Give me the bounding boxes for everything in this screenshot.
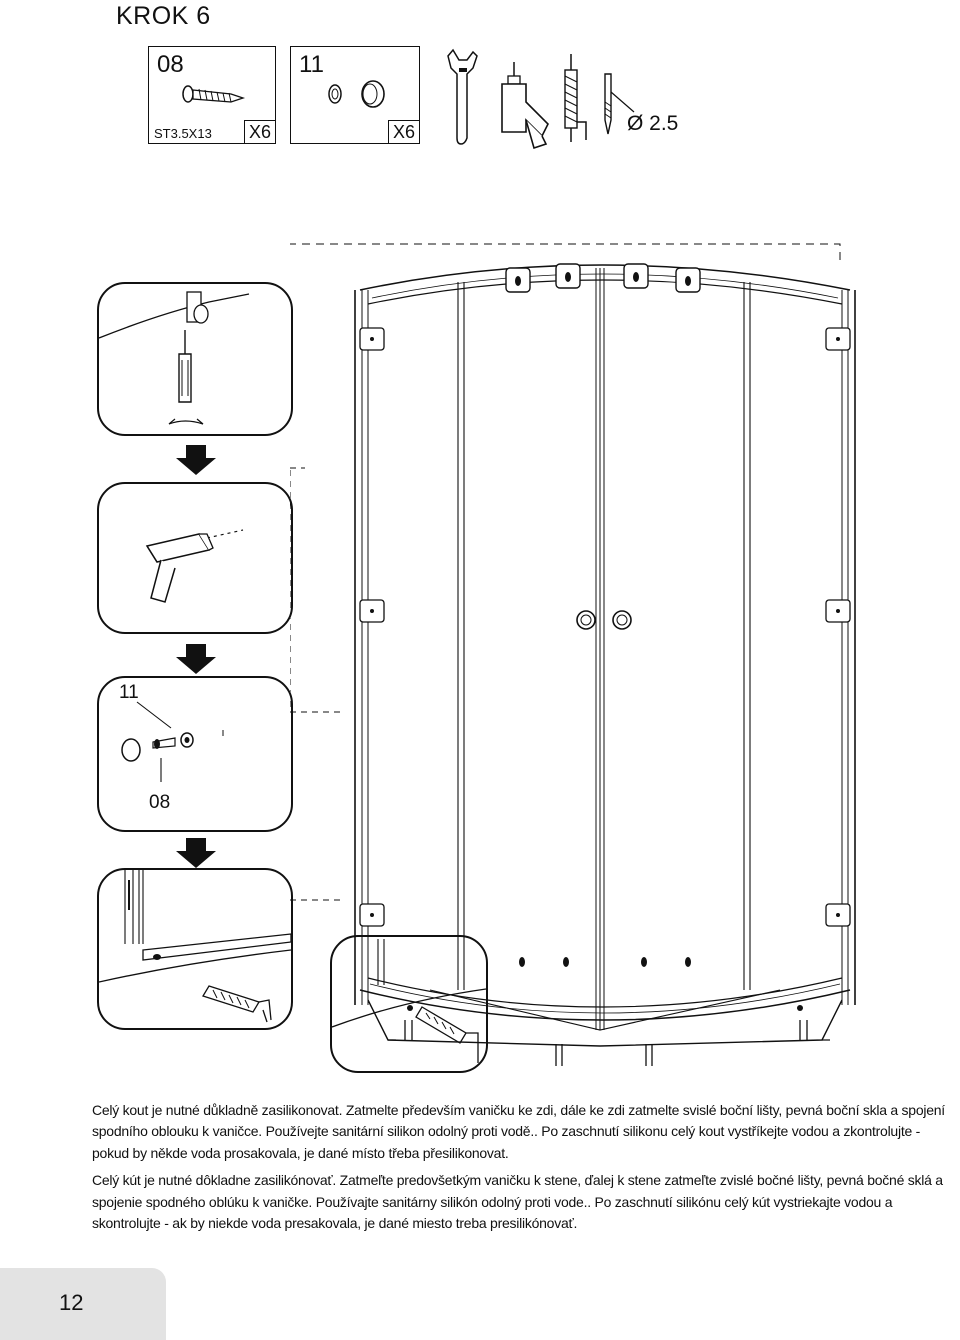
drill-bit-size: Ø 2.5	[627, 112, 679, 135]
instructions-czech: Celý kout je nutné důkladně zasilikonova…	[92, 1102, 945, 1161]
screw-icon	[182, 85, 246, 103]
arrow-down-icon	[176, 644, 216, 674]
drill-bit-icon	[604, 73, 635, 135]
part-box-08: 08 ST3.5X13 X6	[148, 46, 276, 144]
instructions-slovak: Celý kút je nutné dôkladne zasilikónovať…	[92, 1172, 943, 1232]
drill-icon	[501, 62, 549, 150]
part-qty: X6	[243, 120, 275, 143]
silicone-gun-icon	[564, 54, 587, 142]
inset-roller-adjust	[97, 282, 293, 436]
step-title: KROK 6	[116, 2, 211, 30]
inset-part-label: 11	[119, 682, 139, 703]
inset-silicone-corner	[330, 935, 488, 1073]
part-spec: ST3.5X13	[154, 126, 212, 141]
cap-icon	[328, 80, 385, 108]
arrow-down-icon	[176, 838, 216, 868]
wrench-icon	[447, 48, 478, 145]
inset-part-label: 08	[149, 792, 171, 813]
arrow-down-icon	[176, 445, 216, 475]
inset-screw-cap: 11 08	[97, 676, 293, 832]
part-qty: X6	[387, 120, 419, 143]
part-number: 11	[299, 51, 324, 78]
instructions: Celý kout je nutné důkladně zasilikonova…	[92, 1100, 956, 1240]
page-number: 12	[59, 1290, 84, 1315]
shower-enclosure-drawing	[290, 243, 856, 1066]
part-box-11: 11 X6	[290, 46, 420, 144]
page-tab: 12	[0, 1268, 166, 1340]
part-number: 08	[157, 51, 184, 78]
inset-drilling	[97, 482, 293, 634]
inset-silicone-bottom	[97, 868, 293, 1030]
